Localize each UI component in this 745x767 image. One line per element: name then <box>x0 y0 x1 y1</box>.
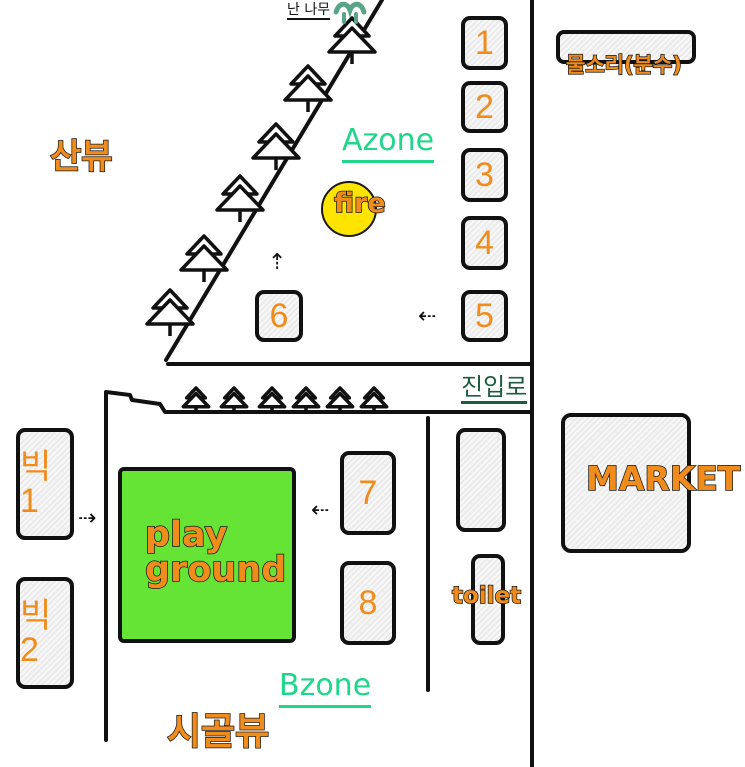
site-6-label: 6 <box>269 297 289 335</box>
dotted-arrow-up-icon: ⇡ <box>268 250 287 275</box>
dotted-arrow-left-icon: ⇠ <box>311 498 330 523</box>
pine-tree-icon <box>359 386 389 414</box>
playground-label-line-2: ground <box>144 550 287 590</box>
big-site-1[interactable]: 빅1 <box>16 428 74 540</box>
big-site-1-label: 빅1 <box>20 448 52 520</box>
pine-tree-icon <box>327 16 377 64</box>
site-3-label: 3 <box>475 156 494 194</box>
firewood-label: 난 나무 <box>287 2 331 20</box>
pine-tree-icon <box>179 234 229 282</box>
site-4[interactable]: 4 <box>461 216 508 270</box>
playground[interactable] <box>118 467 296 643</box>
pine-tree-icon <box>251 122 301 170</box>
market-label: MARKET <box>585 459 741 498</box>
country-view-label: 시골뷰 <box>166 710 270 753</box>
mountain-view-label: 산뷰 <box>49 137 113 177</box>
site-7[interactable]: 7 <box>340 451 396 535</box>
azone-tree-line <box>164 0 384 362</box>
site-4-label: 4 <box>475 224 494 262</box>
site-2[interactable]: 2 <box>461 81 508 133</box>
big-site-2-label: 빅2 <box>20 597 52 669</box>
toilet-label: toilet <box>451 583 522 609</box>
toilet-building-upper[interactable] <box>456 428 506 532</box>
toilet-building-lower[interactable] <box>471 554 505 645</box>
dotted-arrow-left-icon: ⇠ <box>418 304 437 329</box>
playground-label-line-1: play <box>144 515 228 555</box>
site-3[interactable]: 3 <box>461 148 508 202</box>
firewood-icon <box>333 1 367 24</box>
pine-tree-icon <box>181 386 211 414</box>
site-5-label: 5 <box>475 297 494 335</box>
pine-tree-icon <box>325 386 355 414</box>
entrance-road-label: 진입로 <box>461 375 528 404</box>
pine-tree-icon <box>215 174 265 222</box>
bzone-label: Bzone <box>279 671 372 708</box>
site-6[interactable]: 6 <box>255 290 303 342</box>
fountain-label: 물소리(분수) <box>565 53 682 77</box>
site-7-label: 7 <box>358 474 378 512</box>
pine-tree-icon <box>219 386 249 414</box>
site-8[interactable]: 8 <box>340 561 396 645</box>
tree-row-entrance <box>181 386 389 414</box>
fountain[interactable] <box>556 30 696 64</box>
bzone-boundary <box>104 390 532 742</box>
site-1-label: 1 <box>475 24 494 62</box>
site-2-label: 2 <box>475 88 494 126</box>
azone-label: Azone <box>342 126 435 163</box>
pine-tree-icon <box>145 288 195 336</box>
tree-row-diagonal <box>145 16 377 336</box>
pine-tree-icon <box>291 386 321 414</box>
site-5[interactable]: 5 <box>461 290 508 342</box>
site-8-label: 8 <box>358 584 378 622</box>
market-building[interactable] <box>561 413 691 553</box>
fire-pit[interactable] <box>321 181 377 237</box>
big-site-2[interactable]: 빅2 <box>16 577 74 689</box>
pine-tree-icon <box>283 64 333 112</box>
dotted-arrow-right-icon: ⇢ <box>78 506 97 531</box>
site-1[interactable]: 1 <box>461 16 508 70</box>
fire-label: fire <box>333 188 386 219</box>
pine-tree-icon <box>257 386 287 414</box>
